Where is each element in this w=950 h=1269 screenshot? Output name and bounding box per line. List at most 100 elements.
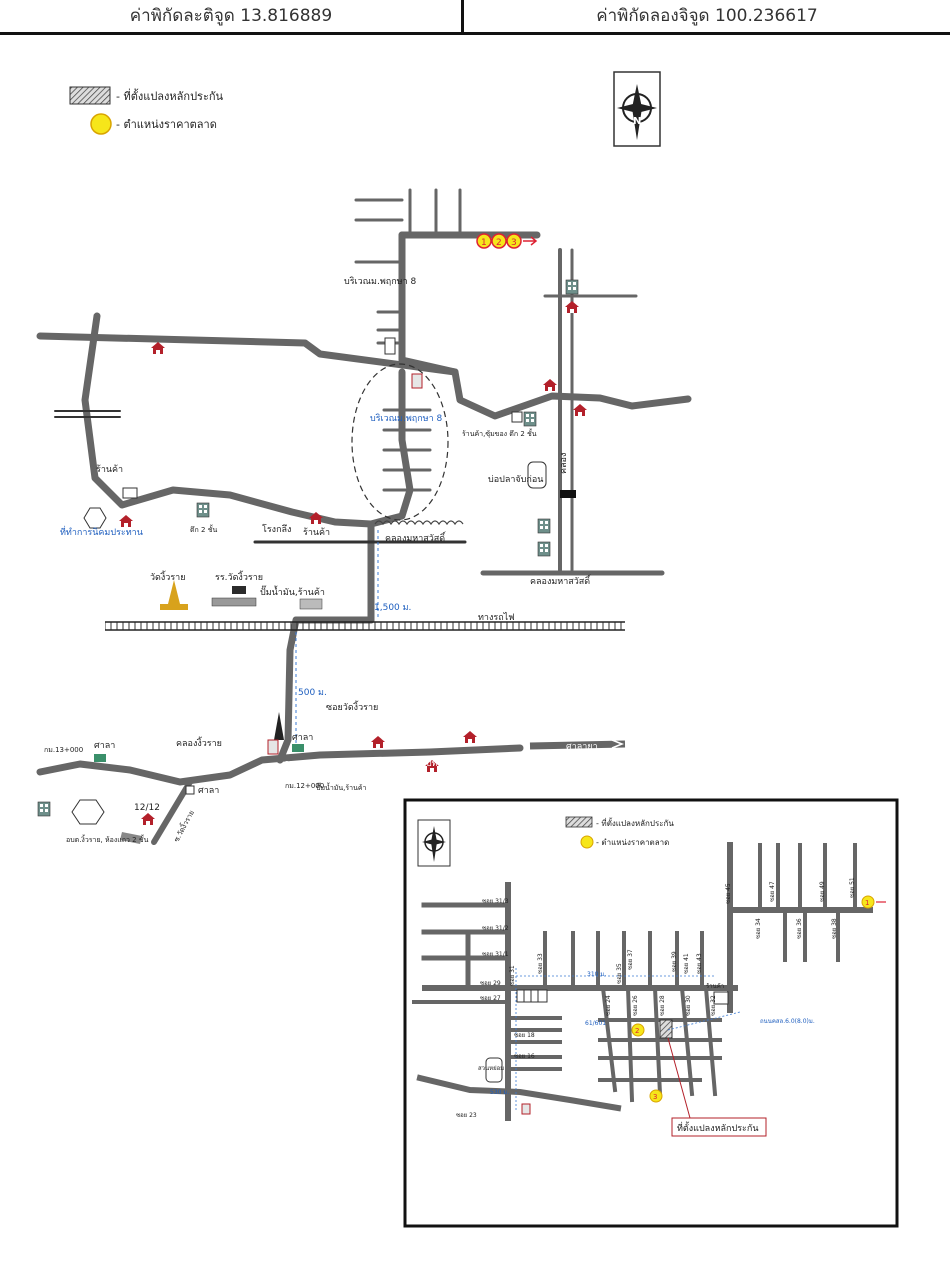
inset-label-soi-38: ซอย 38: [831, 918, 838, 939]
temple-icon: [160, 580, 188, 610]
market-markers: 1 2 3: [476, 233, 538, 249]
inset-marker-3: [649, 1089, 663, 1103]
bridge-icon: [560, 490, 576, 498]
marker-2: [491, 233, 507, 249]
inset-label-soi-34: ซอย 34: [755, 918, 762, 939]
label-building-2floor: ตึก 2 ชั้น: [190, 523, 217, 534]
inset-marker-1: [861, 895, 875, 909]
label-village-8-top: บริเวณม.พฤกษา 8: [344, 276, 416, 287]
sala-box: [384, 337, 396, 355]
inset-label-soi-28: ซอย 28: [659, 995, 666, 1016]
house-icon: [573, 404, 587, 416]
label-main-road: ถนนนครชัยศรี - พุทธมณฑล(ทล. รนบท.นฐ.4006…: [284, 758, 481, 769]
inset-label-soi-26: ซอย 26: [632, 995, 639, 1016]
marker-1: [476, 233, 492, 249]
label-khlong-ngiw: คลองงิ้วราย: [176, 736, 222, 749]
gas-station-icon: [299, 598, 323, 610]
main-road-network: [36, 188, 692, 845]
inset-marker-2-label: 2: [635, 1027, 639, 1035]
marker-1-label: 1: [481, 238, 487, 248]
coordinates-header: ค่าพิกัดละติจูด 13.816889 ค่าพิกัดลองจิจ…: [0, 0, 950, 36]
seven-eleven-icon-2: [267, 739, 279, 755]
inset-label-dist-310: 310 ม.: [587, 971, 606, 978]
main-map-labels: บริเวณม.พฤกษา 8 บริเวณม.พฤกษา 8 ร้านค้า,…: [44, 276, 598, 844]
house-icon: [463, 731, 477, 743]
marker-arrow: [523, 236, 538, 246]
seven-eleven-icon: [411, 373, 423, 389]
collateral-legend-swatch: [69, 86, 111, 105]
inset-marker-1-label: 1: [865, 899, 869, 907]
marker-3-label: 3: [511, 238, 517, 248]
inset-label-soi-31: ซอย 31: [509, 965, 516, 986]
inset-legend-market: - ตำแหน่งราคาตลาด: [596, 838, 669, 847]
village-boundary: [351, 363, 449, 521]
header-divider: [461, 0, 464, 34]
tower-icon: [274, 712, 284, 740]
inset-label-lot: 61/601: [585, 1020, 606, 1027]
house-icon: [543, 379, 557, 391]
label-dist-1500: 1,500 ม.: [374, 603, 411, 613]
label-gas-station2: ปั๊มน้ำมัน,ร้านค้า: [316, 781, 367, 792]
label-gas-station: ปั๊มน้ำมัน,ร้านค้า: [260, 585, 325, 598]
inset-pond-icon: [485, 1057, 503, 1083]
inset-label-soi-31-2: ซอย 31/2: [482, 925, 509, 932]
inset-label-soi-43: ซอย 43: [696, 953, 703, 974]
label-km13: กม.13+000: [44, 746, 83, 754]
building-icon: [537, 541, 551, 557]
house-icon: [565, 301, 579, 313]
building-icon: [523, 411, 537, 427]
inset-road-network: [412, 842, 873, 1121]
label-village-8-mid: บริเวณม.พฤกษา 8: [370, 413, 442, 424]
inset-label-soi-36: ซอย 36: [796, 918, 803, 939]
label-1212: 12/12: [134, 803, 160, 813]
inset-label-soi-47: ซอย 47: [769, 881, 776, 902]
school-icon: [211, 586, 257, 607]
label-warehouse: โรงกลึง: [262, 524, 291, 535]
building-icon: [196, 502, 210, 518]
inset-collateral-swatch: [565, 816, 593, 828]
inset-label-shop: ร้านค้า: [706, 983, 724, 990]
label-temple: วัดงิ้วราย: [150, 570, 186, 583]
inset-collateral-lot: [659, 1019, 673, 1039]
longitude-text: ค่าพิกัดลองจิจูด 100.236617: [596, 6, 818, 26]
market-price-legend-swatch: [90, 113, 112, 135]
label-fish-pond: บ่อปลาจับก่อน: [488, 475, 543, 485]
house-icon: [141, 813, 155, 825]
house-icon: [371, 736, 385, 748]
distance-dash: [295, 530, 379, 745]
inset-label-soi-18: ซอย 18: [514, 1032, 535, 1039]
building-icon: [565, 279, 579, 295]
inset-map: - ที่ตั้งแปลงหลักประกัน - ตำแหน่งราคาตลา…: [403, 798, 899, 1228]
inset-label-soi-27: ซอย 27: [480, 995, 501, 1002]
hexagon-office-icon: [83, 507, 107, 529]
latitude-text: ค่าพิกัดละติจูด 13.816889: [129, 6, 333, 26]
inset-labels: ซอย 31/3 ซอย 31/2 ซอย 31/1 ซอย 31 ซอย 29…: [456, 877, 856, 1119]
main-legend: - ที่ตั้งแปลงหลักประกัน - ตำแหน่งราคาตลา…: [69, 86, 224, 135]
collateral-legend-label: - ที่ตั้งแปลงหลักประกัน: [116, 88, 224, 103]
inset-marker-2: [631, 1023, 645, 1037]
inset-grid-block: [516, 989, 548, 1003]
label-canal-top: คลองมหาสวัสดิ์: [385, 531, 447, 544]
label-km12: กม.12+000: [285, 782, 324, 790]
label-railway: ทางรถไฟ: [478, 612, 515, 623]
inset-label-soi-30: ซอย 30: [685, 995, 692, 1016]
label-road-vertical: คลอง: [559, 453, 569, 474]
label-tambon-office: อบต.งิ้วราย, ห้องแถว 2 ชั้น: [66, 833, 149, 844]
inset-label-soi-39: ซอย 39: [671, 951, 678, 972]
inset-compass-icon: [417, 819, 451, 867]
sala-sign: [292, 744, 304, 752]
header-rule: [0, 32, 950, 35]
marker-3: [506, 233, 522, 249]
inset-label-soi-49: ซอย 49: [819, 881, 826, 902]
label-sala-right: ศาลา: [292, 733, 313, 743]
inset-label-soi-35: ซอย 35: [616, 963, 623, 984]
house-icon: [151, 342, 165, 354]
inset-label-dist-530: 530 ม.: [490, 1089, 509, 1096]
compass-icon: N: [613, 71, 661, 147]
hexagon-tambon-icon: [71, 799, 105, 825]
pond-icon: [527, 461, 547, 489]
inset-label-soi-29: ซอย 29: [480, 980, 501, 987]
inset-label-soi-37: ซอย 37: [627, 949, 634, 970]
inset-market-swatch: [580, 835, 594, 849]
